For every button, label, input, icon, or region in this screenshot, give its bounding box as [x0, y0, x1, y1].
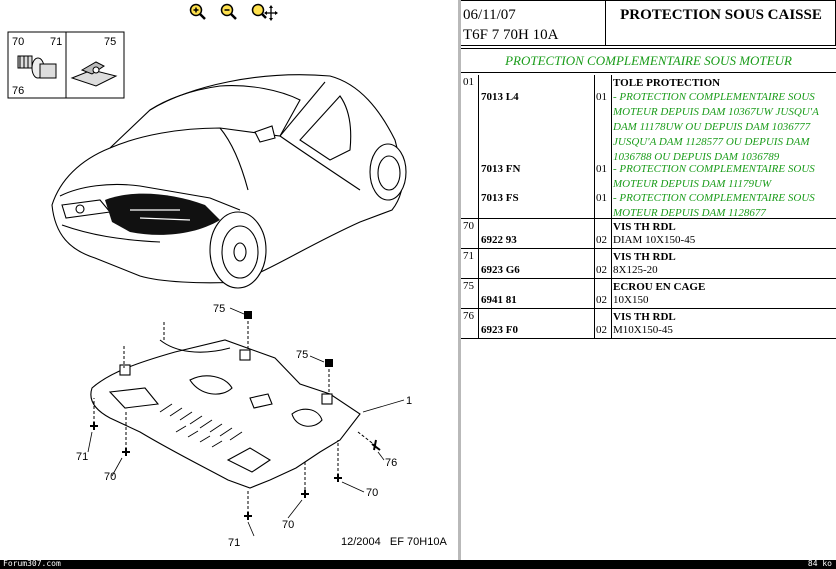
callout-label: 1 [406, 395, 412, 407]
part-quantity: 01 [596, 192, 607, 204]
document-date: 06/11/07 [463, 7, 516, 23]
status-bar: Forum307.com 84 ko [0, 559, 836, 569]
parts-table: 01 TOLE PROTECTION 7013 L4 01 - PROTECTI… [461, 75, 836, 339]
callout-label: 75 [296, 349, 308, 361]
exploded-parts-diagram: 70 71 75 76 [7, 31, 412, 549]
part-spec: 8X125-20 [613, 264, 658, 276]
part-note: - PROTECTION COMPLEMENTAIRE SOUS MOTEUR … [613, 192, 815, 219]
position-number: 76 [463, 310, 474, 322]
table-row: 76 VIS TH RDL 6923 F0 02 M10X150-45 [461, 309, 836, 339]
callout-label: 70 [282, 519, 294, 531]
part-name: VIS TH RDL [613, 221, 676, 233]
section-title: PROTECTION SOUS CAISSE [620, 7, 822, 23]
ref-box-label: 76 [12, 85, 24, 97]
part-reference[interactable]: 6941 81 [481, 294, 517, 306]
callout-label: 76 [385, 457, 397, 469]
zoom-out-icon[interactable] [219, 2, 239, 22]
document-header: 06/11/07 T6F 7 70H 10A PROTECTION SOUS C… [461, 0, 836, 46]
part-quantity: 01 [596, 163, 607, 175]
part-quantity: 02 [596, 234, 607, 246]
part-name: VIS TH RDL [613, 251, 676, 263]
part-reference[interactable]: 6922 93 [481, 234, 517, 246]
header-divider [605, 1, 606, 46]
part-quantity: 02 [596, 264, 607, 276]
subtitle-band: PROTECTION COMPLEMENTAIRE SOUS MOTEUR [461, 48, 836, 73]
diagram-caption: 12/2004 EF 70H10A [341, 536, 447, 548]
part-note: - PROTECTION COMPLEMENTAIRE SOUS MOTEUR … [613, 163, 815, 190]
callout-label: 70 [104, 471, 116, 483]
part-note: - PROTECTION COMPLEMENTAIRE SOUS MOTEUR … [613, 91, 819, 163]
part-spec: DIAM 10X150-45 [613, 234, 696, 246]
position-number: 75 [463, 280, 474, 292]
position-number: 71 [463, 250, 474, 262]
part-reference[interactable]: 7013 L4 [481, 91, 519, 103]
part-quantity: 01 [596, 91, 607, 103]
protection-plate-drawing [90, 339, 361, 489]
part-name: VIS TH RDL [613, 311, 676, 323]
table-row: 01 TOLE PROTECTION 7013 L4 01 - PROTECTI… [461, 75, 836, 219]
callout-label: 71 [228, 537, 240, 549]
section-subtitle: PROTECTION COMPLEMENTAIRE SOUS MOTEUR [505, 53, 792, 68]
part-spec: 10X150 [613, 294, 649, 306]
zoom-pan-icon[interactable] [250, 2, 278, 22]
highlighted-protection-part [105, 193, 220, 235]
site-name: Forum307.com [3, 559, 61, 568]
table-row: 75 ECROU EN CAGE 6941 81 02 10X150 [461, 279, 836, 309]
fastener-markers [90, 311, 381, 520]
position-number: 01 [463, 76, 474, 88]
part-spec: M10X150-45 [613, 324, 673, 336]
part-reference[interactable]: 6923 G6 [481, 264, 520, 276]
callout-label: 75 [213, 303, 225, 315]
table-row: 70 VIS TH RDL 6922 93 02 DIAM 10X150-45 [461, 219, 836, 249]
part-reference[interactable]: 7013 FN [481, 163, 521, 175]
zoom-toolbar [0, 0, 458, 24]
cage-nut-icon [70, 61, 118, 87]
zoom-in-icon[interactable] [188, 2, 208, 22]
diagram-pane: 70 71 75 76 [0, 0, 458, 549]
fastener-reference-box: 70 71 75 76 [7, 31, 125, 99]
parts-list-pane: 06/11/07 T6F 7 70H 10A PROTECTION SOUS C… [461, 0, 836, 560]
ref-box-label: 70 [12, 36, 24, 48]
fastener-leaders [93, 316, 377, 514]
part-name: ECROU EN CAGE [613, 281, 706, 293]
callout-label: 70 [366, 487, 378, 499]
part-reference[interactable]: 6923 F0 [481, 324, 518, 336]
part-name: TOLE PROTECTION [613, 77, 721, 89]
part-reference[interactable]: 7013 FS [481, 192, 519, 204]
callout-label: 71 [76, 451, 88, 463]
part-quantity: 02 [596, 294, 607, 306]
document-code: T6F 7 70H 10A [463, 27, 559, 43]
table-row: 71 VIS TH RDL 6923 G6 02 8X125-20 [461, 249, 836, 279]
file-size: 84 ko [807, 559, 832, 568]
callout-leaders [87, 307, 405, 537]
screw-icon [17, 55, 57, 79]
ref-box-label: 71 [50, 36, 62, 48]
ref-box-label: 75 [104, 36, 116, 48]
car-illustration [51, 74, 407, 289]
part-quantity: 02 [596, 324, 607, 336]
position-number: 70 [463, 220, 474, 232]
pane-divider[interactable] [458, 0, 461, 560]
